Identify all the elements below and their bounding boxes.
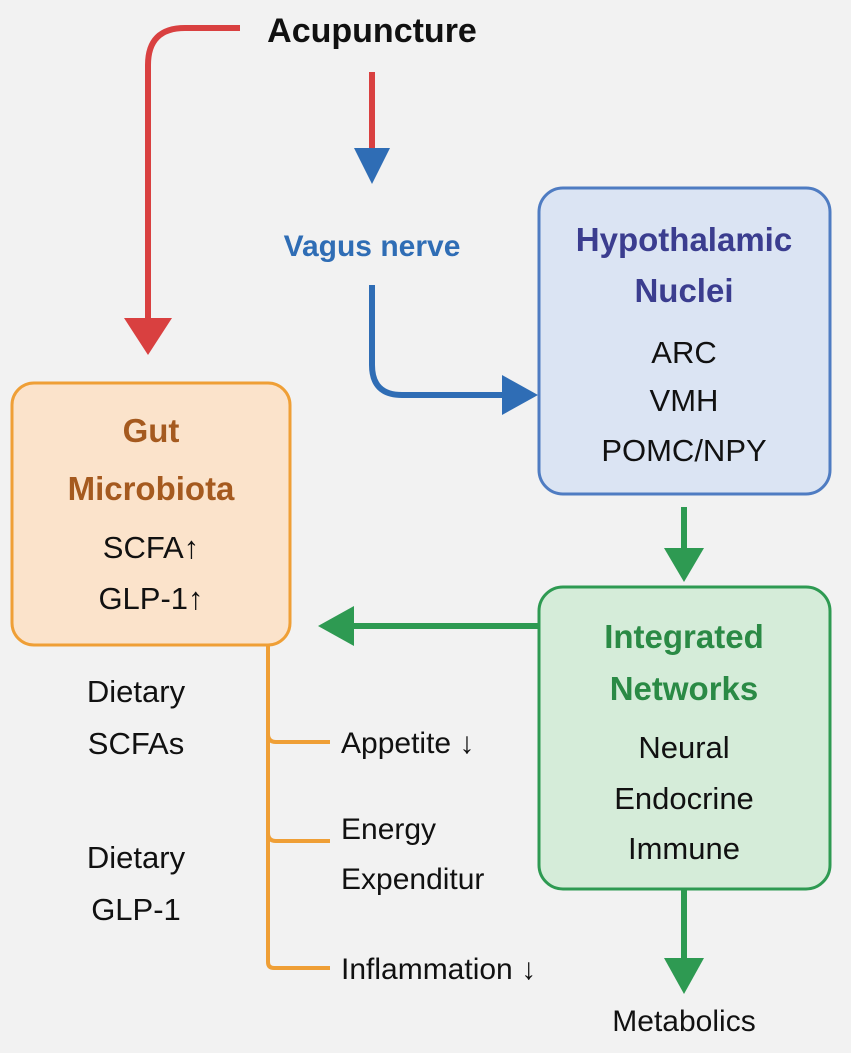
effect-appetite: Appetite ↓: [341, 727, 474, 760]
effect-energy-line1: Energy: [341, 813, 436, 846]
gut-effects-branch: [266, 643, 330, 970]
integrated-networks-box: Integrated Networks Neural Endocrine Imm…: [537, 585, 832, 891]
hypothalamic-title-line2: Nuclei: [634, 272, 733, 309]
dietary-glp1-line2: GLP-1: [91, 892, 181, 927]
acupuncture-to-gut-arrow: [124, 25, 240, 355]
hypothalamic-item-arc: ARC: [651, 335, 716, 370]
effect-energy-line2: Expenditur: [341, 863, 484, 896]
hypothalamic-title-line1: Hypothalamic: [576, 221, 792, 258]
integrated-to-metabolics-arrow: [664, 890, 704, 994]
integrated-item-neural: Neural: [638, 730, 729, 765]
integrated-item-immune: Immune: [628, 831, 740, 866]
gut-title-line2: Microbiota: [68, 470, 235, 507]
hypothalamic-item-pomc-npy: POMC/NPY: [601, 433, 766, 468]
metabolics-label: Metabolics: [612, 1005, 755, 1038]
acupuncture-label: Acupuncture: [267, 12, 477, 50]
hypothalamic-to-integrated-arrow: [664, 507, 704, 582]
integrated-item-endocrine: Endocrine: [614, 781, 754, 816]
vagus-nerve-label: Vagus nerve: [284, 230, 461, 263]
effect-inflammation: Inflammation ↓: [341, 953, 536, 986]
dietary-scfas-line1: Dietary: [87, 674, 186, 709]
gut-item-scfa: SCFA↑: [103, 530, 199, 565]
gut-item-glp1: GLP-1↑: [98, 581, 203, 616]
dietary-glp1-line1: Dietary: [87, 840, 186, 875]
integrated-title-line2: Networks: [610, 670, 759, 707]
hypothalamic-nuclei-box: Hypothalamic Nuclei ARC VMH POMC/NPY: [537, 186, 832, 496]
hypothalamic-item-vmh: VMH: [650, 383, 719, 418]
gut-microbiota-box: Gut Microbiota SCFA↑ GLP-1↑: [10, 381, 292, 647]
acupuncture-to-vagus-arrow: [354, 72, 390, 184]
integrated-to-gut-arrow: [318, 606, 540, 646]
vagus-to-hypothalamic-arrow: [369, 285, 538, 415]
integrated-title-line1: Integrated: [604, 618, 764, 655]
gut-title-line1: Gut: [123, 412, 180, 449]
dietary-scfas-line2: SCFAs: [88, 726, 184, 761]
